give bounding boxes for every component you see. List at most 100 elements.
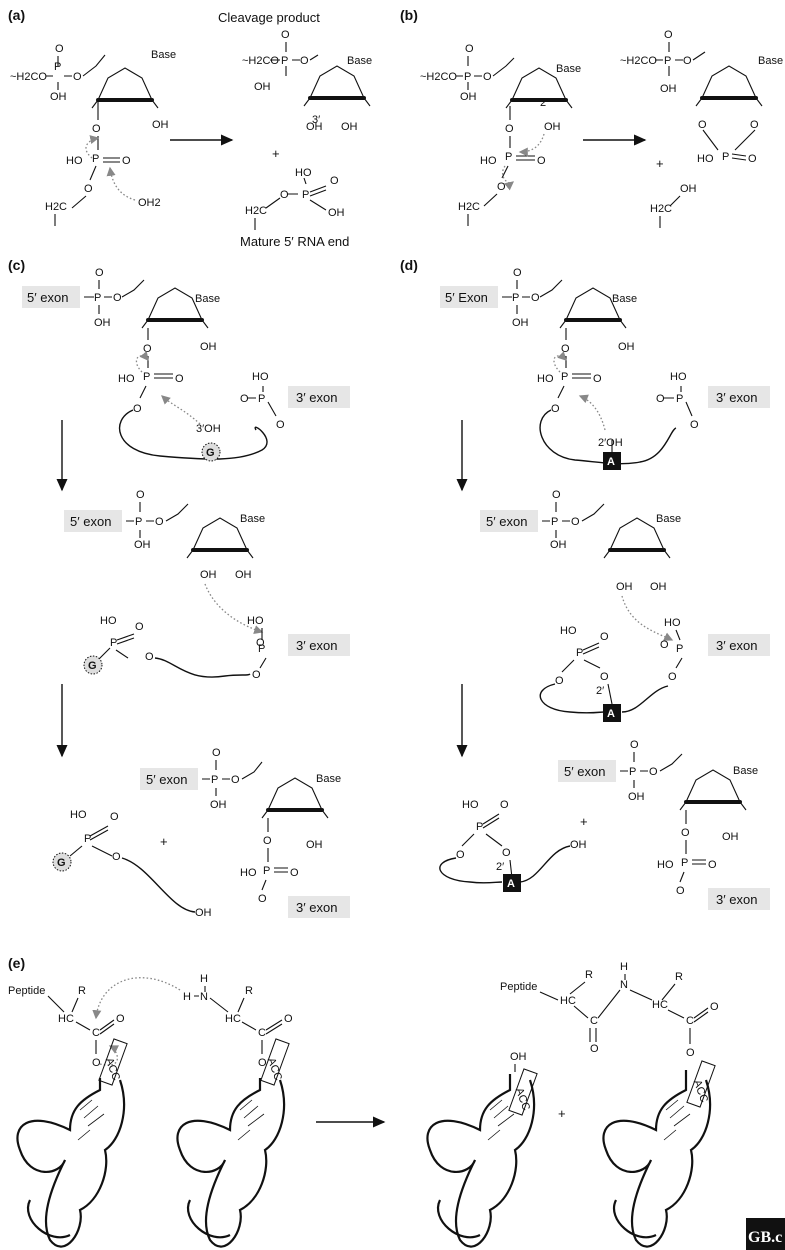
exon-box (22, 286, 80, 308)
atom-o: O (252, 669, 261, 681)
atom-pos3: 3′ (312, 114, 320, 126)
exon-box (708, 634, 770, 656)
atom-o: O (175, 373, 184, 385)
atom-ho: HO (66, 155, 83, 167)
atom-oh: OH (628, 791, 645, 803)
plus-sign: + (160, 834, 168, 849)
atom-o: O (505, 123, 514, 135)
exon-label-5prime: 5′ exon (486, 514, 527, 529)
nucleotide-g (201, 442, 221, 462)
exon-box (288, 386, 350, 408)
atom-p: P (551, 516, 558, 528)
atom-o: O (690, 419, 699, 431)
atom-hc: HC (225, 1013, 241, 1025)
nucleotide-g-label: G (88, 660, 97, 672)
nucleotide-g (83, 655, 103, 675)
atom-peptide: Peptide (500, 981, 537, 993)
atom-base: Base (316, 773, 341, 785)
atom-r: R (78, 985, 86, 997)
exon-label-5prime: 5′ exon (70, 514, 111, 529)
atom-p: P (464, 71, 471, 83)
atom-o: O (656, 393, 665, 405)
atom-o: O (240, 393, 249, 405)
atom-oh: OH (616, 581, 633, 593)
atom-ho: HO (100, 615, 117, 627)
acc-box (686, 1060, 716, 1108)
atom-h: H (183, 991, 191, 1003)
publisher-logo (746, 1218, 785, 1250)
exon-box (288, 896, 350, 918)
panel-label-a: (a) (8, 7, 25, 23)
atom-o: O (710, 1001, 719, 1013)
atom-o: O (256, 637, 265, 649)
atom-o: O (668, 671, 677, 683)
atom-o: O (600, 671, 609, 683)
atom-ho: HO (537, 373, 554, 385)
atom-o: O (136, 489, 145, 501)
atom-oh: OH (195, 907, 212, 919)
atom-o: O (600, 631, 609, 643)
atom-oh: OH (254, 81, 271, 93)
atom-o: O (113, 292, 122, 304)
atom-c: C (258, 1027, 266, 1039)
atom-p: P (135, 516, 142, 528)
atom-p: P (505, 151, 512, 163)
atom-p: P (629, 766, 636, 778)
atom-p: P (143, 371, 150, 383)
atom-oh: OH (94, 317, 111, 329)
atom-oh: OH (550, 539, 567, 551)
atom-oh: OH (650, 581, 667, 593)
atom-ho: HO (247, 615, 264, 627)
atom-ho: HO (560, 625, 577, 637)
atom-p: P (576, 647, 583, 659)
atom-o: O (55, 43, 64, 55)
atom-o: O (258, 1057, 267, 1069)
exon-label-5prime: 5′ Exon (445, 290, 488, 305)
atom-o: O (110, 811, 119, 823)
publisher-logo-text: GB.c (748, 1229, 782, 1246)
exon-box (708, 888, 770, 910)
atom-o: O (551, 403, 560, 415)
exon-label-3prime: 3′ exon (296, 390, 337, 405)
panel-label-c: (c) (8, 257, 25, 273)
atom-o: O (552, 489, 561, 501)
exon-label-3prime: 3′ exon (716, 390, 757, 405)
atom-o: O (483, 71, 492, 83)
atom-o: O (593, 373, 602, 385)
atom-pos2: 2′ (496, 861, 504, 873)
trna-molecule (426, 1074, 536, 1248)
atom-ho: HO (295, 167, 312, 179)
atom-o: O (143, 343, 152, 355)
atom-o: O (502, 847, 511, 859)
atom-ho: HO (480, 155, 497, 167)
atom-oh: OH (618, 341, 635, 353)
atom-p: P (676, 643, 683, 655)
atom-h2c: H2C (245, 205, 267, 217)
exon-box (708, 386, 770, 408)
atom-o: O (750, 119, 759, 131)
atom-o: O (280, 189, 289, 201)
atom-pos2: 2′ (540, 97, 548, 109)
atom-o: O (263, 835, 272, 847)
atom-base: Base (347, 55, 372, 67)
atom-pos2: 2′ (596, 685, 604, 697)
atom-base: Base (656, 513, 681, 525)
atom-r: R (585, 969, 593, 981)
atom-base: Base (556, 63, 581, 75)
atom-hc: HC (560, 995, 576, 1007)
atom-p: P (722, 151, 729, 163)
panel-label-d: (d) (400, 257, 418, 273)
atom-o: O (276, 419, 285, 431)
plus-sign: + (272, 146, 280, 161)
atom-h2co: ~H2CO (242, 55, 279, 67)
atom-oh: OH (306, 121, 323, 133)
nucleotide-g-label: G (57, 857, 66, 869)
atom-o: O (84, 183, 93, 195)
atom-hc: HC (652, 999, 668, 1011)
atom-peptide: Peptide (8, 985, 45, 997)
atom-p: P (281, 55, 288, 67)
atom-oh: OH (680, 183, 697, 195)
atom-o: O (698, 119, 707, 131)
